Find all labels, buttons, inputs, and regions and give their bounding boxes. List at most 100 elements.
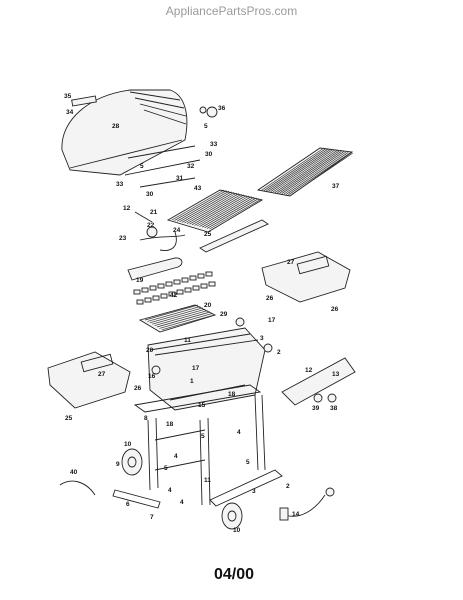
callout-6: 6 bbox=[126, 501, 130, 508]
briquette bbox=[157, 283, 165, 289]
callout-37: 37 bbox=[332, 183, 340, 190]
briquette bbox=[197, 273, 205, 279]
cooking-grate-part-43 bbox=[166, 189, 264, 233]
callout-13: 13 bbox=[332, 371, 340, 378]
callout-24: 24 bbox=[173, 227, 181, 234]
callout-18: 18 bbox=[228, 391, 236, 398]
control-panel-part-12 bbox=[281, 357, 356, 406]
callout-5: 5 bbox=[246, 459, 250, 466]
callout-35: 35 bbox=[64, 93, 72, 100]
warming-rack-part-37 bbox=[256, 147, 354, 197]
callout-2: 2 bbox=[277, 349, 281, 356]
rock-grate-part-20 bbox=[138, 304, 217, 333]
burner-part-19 bbox=[127, 257, 183, 281]
callout-25: 25 bbox=[204, 231, 212, 238]
firebox-part-1 bbox=[147, 317, 273, 411]
callout-21: 21 bbox=[150, 209, 158, 216]
briquette bbox=[208, 281, 216, 287]
watermark: AppliancePartsPros.com bbox=[165, 4, 298, 18]
briquette bbox=[149, 285, 157, 291]
callout-26: 26 bbox=[134, 385, 142, 392]
briquette bbox=[189, 275, 197, 281]
left-side-shelf-part-27 bbox=[47, 351, 131, 409]
callout-32: 32 bbox=[187, 163, 195, 170]
tank-hook-part-40 bbox=[59, 480, 96, 496]
callout-4: 4 bbox=[174, 453, 178, 460]
briquette bbox=[144, 297, 152, 303]
callout-8: 8 bbox=[144, 415, 148, 422]
briquette bbox=[160, 293, 168, 299]
callout-36: 36 bbox=[218, 105, 226, 112]
callout-42: 42 bbox=[170, 292, 178, 299]
callout-33: 33 bbox=[210, 141, 218, 148]
callout-20: 20 bbox=[204, 302, 212, 309]
callout-31: 31 bbox=[176, 175, 184, 182]
hinge-bars bbox=[124, 145, 201, 188]
callout-15: 15 bbox=[198, 402, 206, 409]
callout-4: 4 bbox=[168, 487, 172, 494]
callout-3: 3 bbox=[260, 335, 264, 342]
callout-19: 19 bbox=[136, 277, 144, 284]
callout-17: 17 bbox=[192, 365, 200, 372]
callout-5: 5 bbox=[140, 163, 144, 170]
callout-11: 11 bbox=[184, 337, 191, 344]
callout-27: 27 bbox=[287, 259, 295, 266]
diagram-date-code: 04/00 bbox=[214, 566, 255, 583]
briquette bbox=[192, 285, 200, 291]
callout-5: 5 bbox=[201, 433, 205, 440]
briquette bbox=[133, 289, 141, 295]
callout-3: 3 bbox=[252, 488, 256, 495]
callout-38: 38 bbox=[330, 405, 338, 412]
knob-part-36 bbox=[199, 106, 218, 118]
callout-33: 33 bbox=[116, 181, 124, 188]
callout-14: 14 bbox=[292, 511, 300, 518]
callout-5: 5 bbox=[164, 465, 168, 472]
callout-labels: 1223344445555567891010111112121314151617… bbox=[64, 93, 340, 534]
callout-30: 30 bbox=[146, 191, 154, 198]
callout-5: 5 bbox=[204, 123, 208, 130]
callout-29: 29 bbox=[220, 311, 228, 318]
callout-10: 10 bbox=[124, 441, 132, 448]
callout-4: 4 bbox=[180, 499, 184, 506]
callout-25: 25 bbox=[65, 415, 73, 422]
briquette bbox=[176, 289, 184, 295]
callout-16: 16 bbox=[148, 373, 156, 380]
gas-hose-part-14 bbox=[279, 487, 335, 521]
callout-1: 1 bbox=[190, 378, 194, 385]
briquette bbox=[152, 295, 160, 301]
briquettes-part-42 bbox=[133, 271, 216, 305]
callout-40: 40 bbox=[70, 469, 78, 476]
lid-part-28 bbox=[61, 89, 188, 176]
callout-39: 39 bbox=[312, 405, 320, 412]
callout-34: 34 bbox=[66, 109, 74, 116]
briquette bbox=[173, 279, 181, 285]
right-side-shelf-part-27 bbox=[261, 251, 351, 303]
briquette bbox=[141, 287, 149, 293]
igniter-assembly bbox=[134, 211, 186, 251]
callout-2: 2 bbox=[286, 483, 290, 490]
wheel-part-9-left bbox=[121, 448, 143, 476]
callout-18: 18 bbox=[166, 421, 174, 428]
lid-handle-part-34 bbox=[71, 95, 97, 107]
briquette bbox=[168, 291, 176, 297]
callout-43: 43 bbox=[194, 185, 202, 192]
cart-frame bbox=[112, 384, 283, 509]
heat-shield-part-25 bbox=[199, 219, 269, 253]
callout-28: 28 bbox=[112, 123, 120, 130]
briquette bbox=[205, 271, 213, 277]
callout-17: 17 bbox=[268, 317, 276, 324]
callout-27: 27 bbox=[98, 371, 106, 378]
callout-9: 9 bbox=[116, 461, 120, 468]
callout-26: 26 bbox=[331, 306, 339, 313]
callout-12: 12 bbox=[305, 367, 313, 374]
callout-4: 4 bbox=[237, 429, 241, 436]
briquette bbox=[136, 299, 144, 305]
callout-20: 20 bbox=[146, 347, 154, 354]
callout-23: 23 bbox=[119, 235, 127, 242]
callout-26: 26 bbox=[266, 295, 274, 302]
wheel-part-9-right bbox=[221, 502, 243, 530]
briquette bbox=[184, 287, 192, 293]
callout-22: 22 bbox=[147, 222, 155, 229]
briquette bbox=[165, 281, 173, 287]
